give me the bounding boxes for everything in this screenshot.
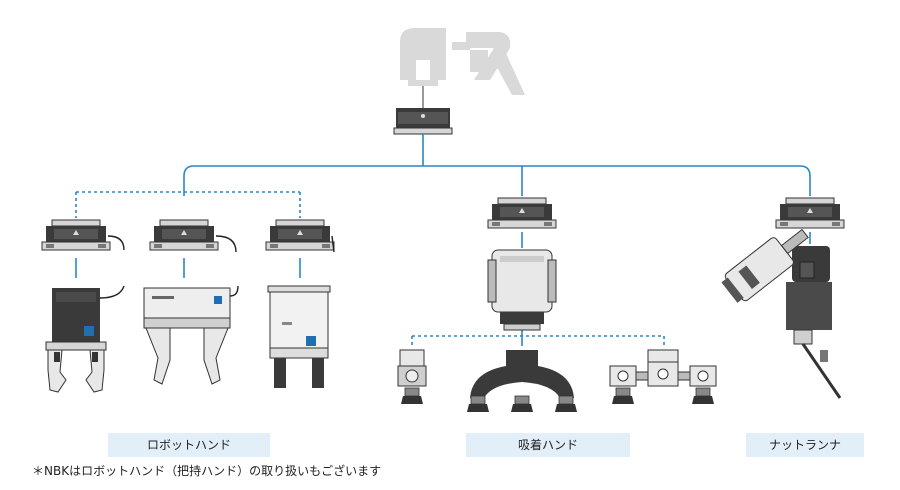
tool-changer-nutrunner	[775, 197, 845, 229]
nutrunner-tool	[721, 228, 842, 399]
category-label-nutrunner: ナットランナ	[746, 433, 864, 457]
suction-adapter	[487, 249, 557, 331]
connection-tree	[75, 134, 811, 348]
master-tool-changer	[393, 108, 453, 135]
gripper-boxed	[267, 285, 331, 388]
gripper-wide	[143, 285, 239, 385]
robot-arm-silhouette	[400, 28, 525, 95]
tool-changer-suction	[487, 197, 557, 229]
category-label-robot-hand: ロボットハンド	[108, 433, 270, 457]
tool-changer-3	[265, 219, 335, 251]
category-label-suction-hand: 吸着ハンド	[466, 433, 630, 457]
changer-cables	[107, 235, 335, 253]
suction-tool-multi	[609, 349, 717, 405]
suction-tool-triple	[466, 350, 578, 413]
suction-tool-single	[397, 349, 427, 405]
gripper-compact	[45, 285, 125, 393]
tool-changer-2	[149, 219, 219, 251]
footnote: ＊NBKはロボットハンド（把持ハンド）の取り扱いもございます	[32, 464, 382, 478]
tool-changer-1	[41, 219, 111, 251]
